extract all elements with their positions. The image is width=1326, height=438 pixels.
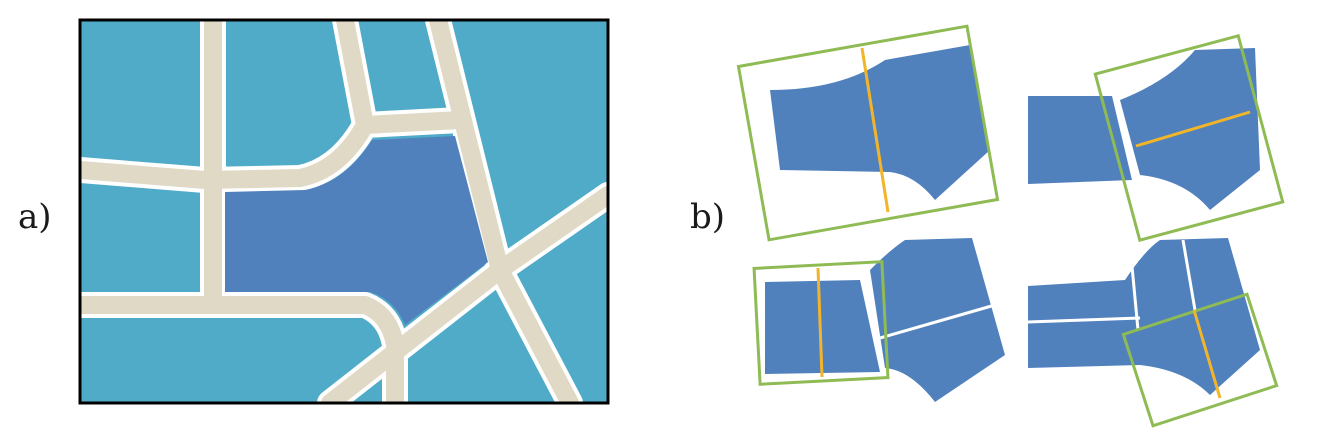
- map-frame: [78, 18, 610, 405]
- step-3-divider: [879, 303, 996, 340]
- subdivision-step-2: [1028, 33, 1285, 243]
- step-3-block-left: [765, 280, 880, 374]
- step-4-divider-horizontal: [1027, 316, 1141, 324]
- step-4-split-line: [1192, 309, 1222, 399]
- panel-b-label: b): [690, 197, 726, 237]
- step-3-bounding-box: [752, 260, 890, 386]
- subdivision-step-3: [752, 238, 1005, 402]
- step-2-block-left: [1028, 96, 1132, 184]
- step-4-block-top: [1028, 238, 1260, 395]
- step-2-split-line: [1135, 110, 1251, 148]
- road-network: [80, 20, 608, 403]
- step-4-bounding-box: [1121, 292, 1279, 428]
- step-4-divider-vertical-1: [1128, 244, 1140, 331]
- step-3-split-line: [816, 267, 824, 378]
- step-1-split-line: [860, 47, 890, 213]
- selected-block: [225, 136, 488, 325]
- step-1-block: [770, 45, 990, 200]
- step-1-bounding-box: [736, 24, 1000, 242]
- step-4-divider-vertical-2: [1181, 239, 1197, 311]
- subdivision-step-1: [736, 24, 1000, 242]
- step-2-bounding-box: [1093, 33, 1285, 243]
- panel-a-label: a): [18, 197, 52, 237]
- subdivision-step-4: [1027, 238, 1279, 428]
- city-map: [80, 20, 608, 403]
